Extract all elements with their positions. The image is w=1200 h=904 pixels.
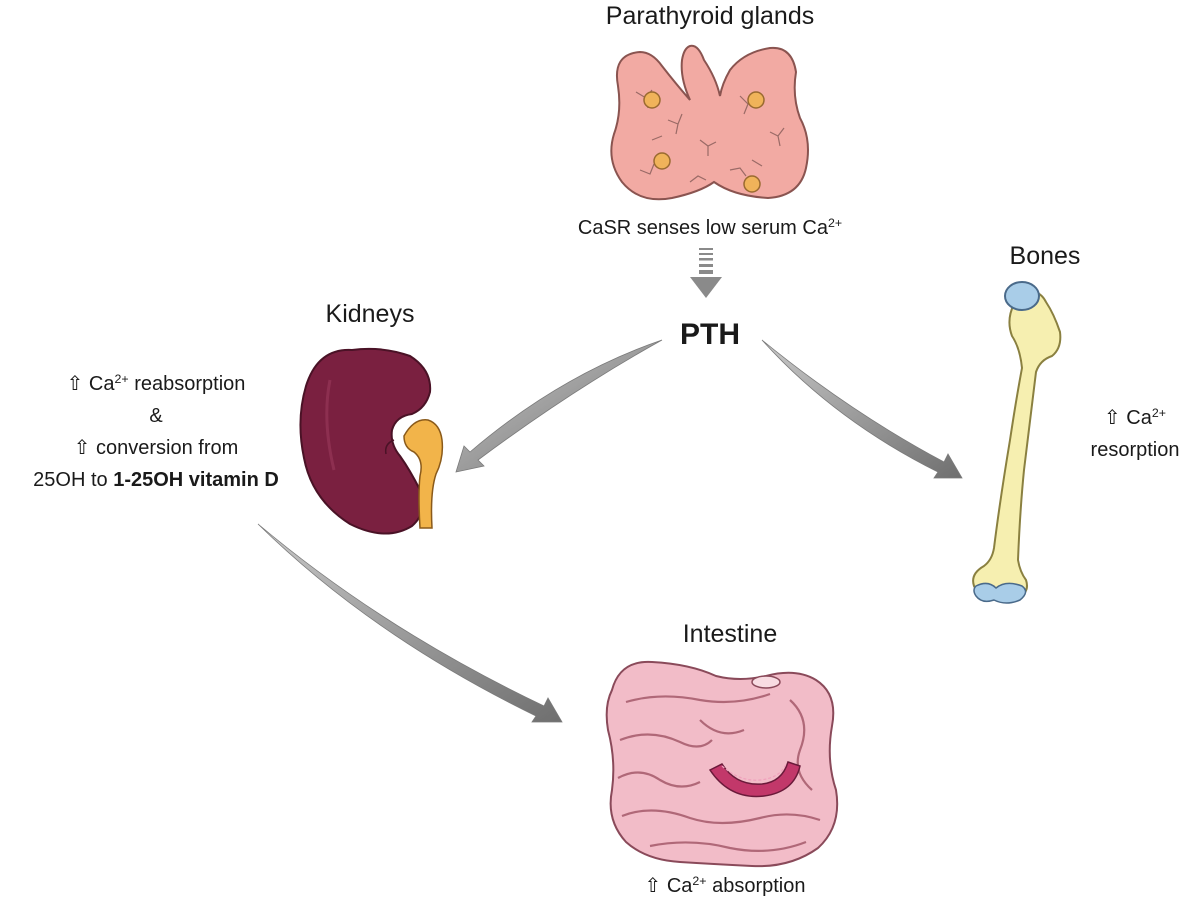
bone-head-cartilage (1004, 281, 1040, 311)
casr-note-text: CaSR senses low serum Ca (577, 217, 828, 239)
reabsorption-text: reabsorption (128, 373, 246, 395)
up-arrow-icon: ⇧ (73, 437, 91, 459)
absorption-text: absorption (712, 875, 806, 897)
parathyroid-nodule (643, 91, 661, 109)
bone-illustration (972, 281, 1062, 604)
bone-shaft (972, 290, 1062, 600)
casr-note-charge: 2+ (827, 216, 843, 231)
intestine-effect: ⇧ Ca2+ absorption (560, 870, 890, 902)
ureter-shape (403, 419, 444, 529)
intestine-illustration (605, 660, 839, 868)
conversion-text: conversion from (96, 437, 239, 459)
calcium-charge: 2+ (114, 372, 129, 387)
casr-note: CaSR senses low serum Ca2+ (500, 212, 920, 244)
thyroid-shape (610, 44, 809, 201)
kidney-illustration (299, 347, 444, 535)
up-arrow-icon: ⇧ (1103, 407, 1121, 429)
kidneys-effect-conversion: ⇧ conversion from (0, 432, 312, 464)
kidneys-effect-vitamin-d: 25OH to 1-25OH vitamin D (0, 464, 312, 496)
parathyroid-illustration (610, 44, 809, 201)
intestine-title: Intestine (682, 620, 778, 648)
bone-end-cartilage (973, 582, 1027, 604)
calcium-ion: Ca (666, 875, 693, 897)
up-arrow-icon: ⇧ (66, 373, 84, 395)
parathyroid-nodule (653, 152, 671, 170)
casr-to-pth-arrow (690, 248, 722, 298)
bones-effect-ion: ⇧ Ca2+ (1070, 402, 1200, 434)
vitamin-d-prefix: 25OH to (33, 469, 114, 491)
calcium-ion: Ca (88, 373, 115, 395)
pth-to-kidney-arrow (455, 339, 663, 473)
calcium-charge: 2+ (692, 874, 707, 889)
kidney-shape (299, 347, 432, 535)
parathyroid-nodule (747, 91, 765, 109)
kidney-to-intestine-arrow (257, 523, 563, 723)
vitamin-d-active: 1-25OH vitamin D (113, 469, 279, 491)
intestine-inner-segment (708, 761, 801, 798)
parathyroid-nodule (743, 175, 761, 193)
bones-effect-resorption: resorption (1090, 439, 1180, 461)
kidneys-effect-reabsorption: ⇧ Ca2+ reabsorption (0, 368, 312, 400)
kidneys-effect-and: & (149, 405, 163, 427)
pth-to-bone-arrow (761, 339, 963, 479)
up-arrow-icon: ⇧ (644, 875, 662, 897)
calcium-charge: 2+ (1151, 406, 1167, 421)
kidneys-title: Kidneys (325, 300, 415, 328)
parathyroid-title: Parathyroid glands (605, 2, 815, 30)
bones-effect: ⇧ Ca2+ resorption (1070, 402, 1200, 466)
bones-title: Bones (1009, 242, 1081, 270)
pth-label: PTH (680, 318, 740, 351)
kidneys-effects: ⇧ Ca2+ reabsorption & ⇧ conversion from … (0, 368, 312, 496)
calcium-ion: Ca (1126, 407, 1152, 429)
